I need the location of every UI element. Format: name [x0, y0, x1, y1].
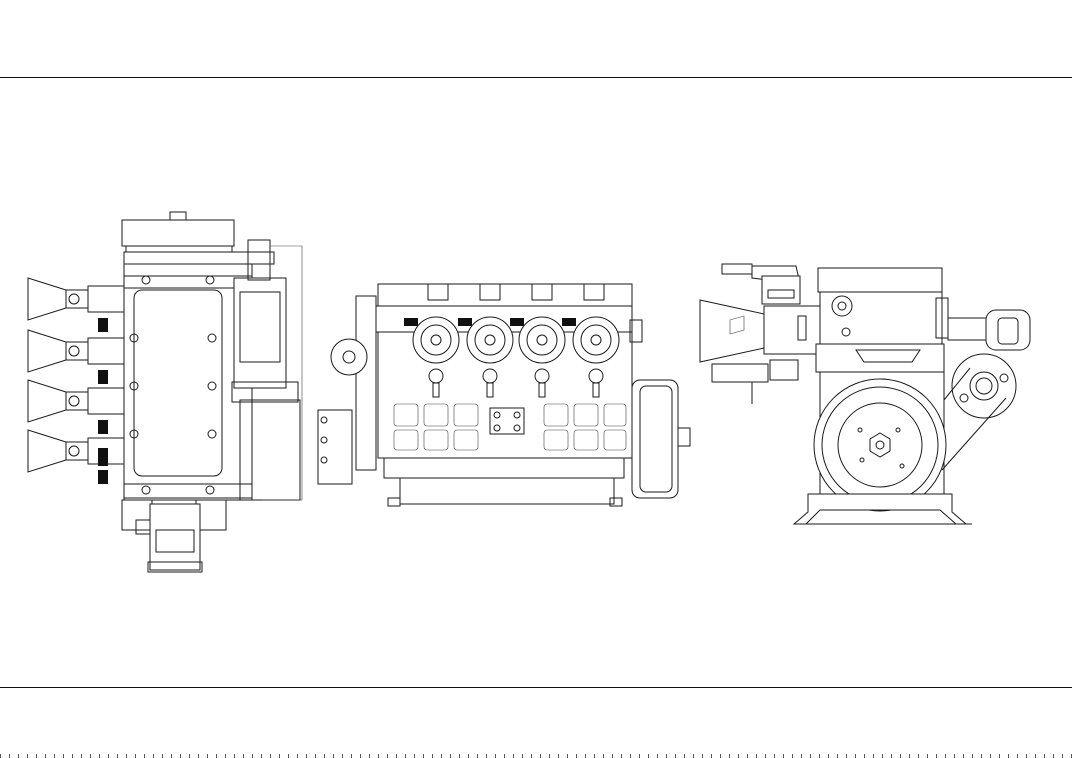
front-view — [700, 264, 1030, 524]
side-flywheel — [632, 380, 678, 498]
top-flywheel — [122, 220, 234, 246]
side-cylinder-head — [378, 284, 632, 306]
front-top-cover — [818, 268, 942, 292]
carburetor-row — [28, 278, 124, 484]
front-intake-trumpet — [700, 300, 764, 362]
side-oil-pan — [400, 478, 614, 504]
top-side-housing — [234, 278, 286, 388]
top-lower-drive — [150, 504, 200, 570]
top-view — [28, 212, 302, 572]
side-view — [318, 284, 690, 506]
